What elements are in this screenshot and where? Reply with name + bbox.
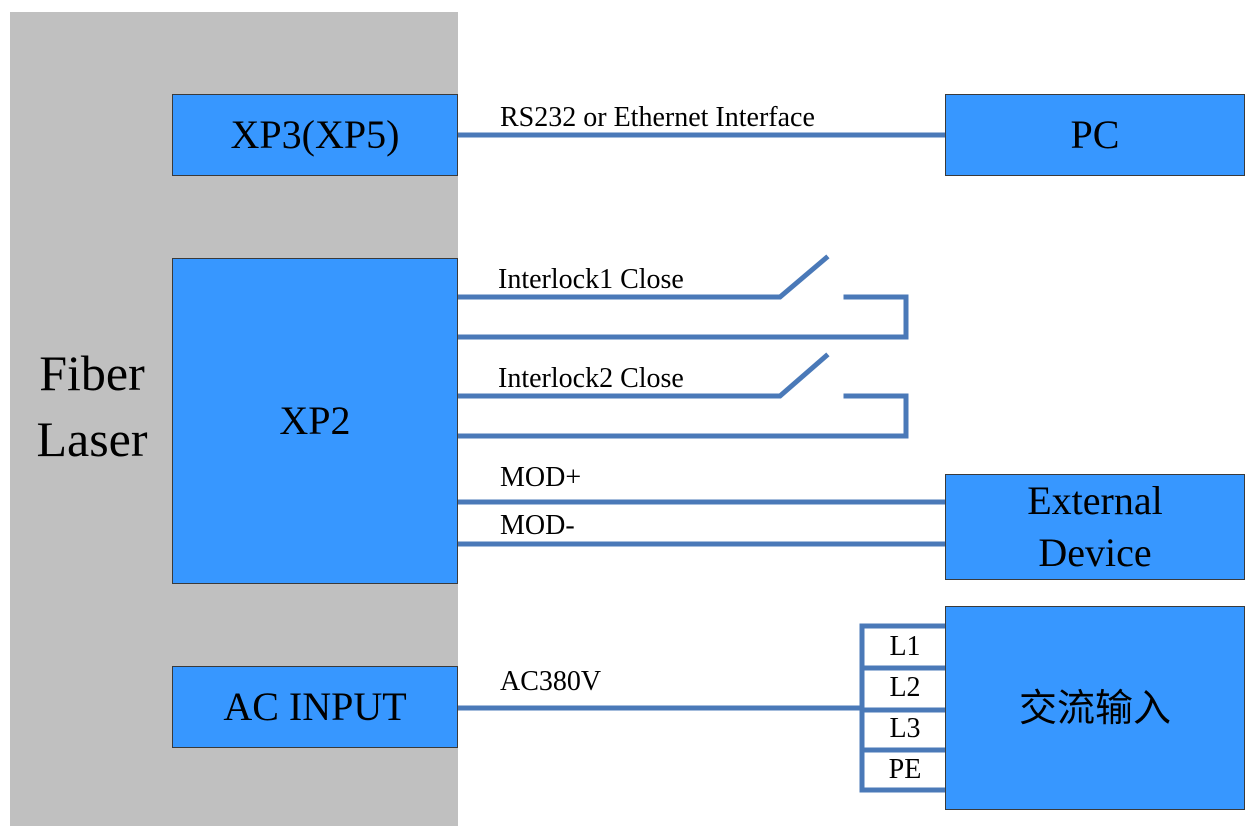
rs232-label: RS232 or Ethernet Interface: [500, 102, 815, 133]
fiber-laser-label-line1: Fiber: [39, 345, 145, 401]
ac-input-block: AC INPUT: [172, 666, 458, 748]
external-device-block: External Device: [945, 474, 1245, 580]
pc-label: PC: [1070, 112, 1120, 157]
interlock2-label: Interlock2 Close: [498, 363, 684, 394]
fiber-laser-label: Fiber Laser: [12, 340, 172, 472]
wire-interlock1-loop: [455, 294, 909, 340]
ac380-label: AC380V: [500, 666, 602, 697]
fiber-laser-label-line2: Laser: [36, 411, 148, 467]
wire-interlock2-top: [455, 352, 830, 399]
xp2-label: XP2: [279, 398, 351, 443]
phase-label-pe: PE: [888, 754, 922, 785]
mod-plus-label: MOD+: [500, 462, 582, 493]
wire-interlock2-loop: [455, 393, 909, 439]
external-device-label-line1: External: [1027, 478, 1163, 523]
mod-minus-label: MOD-: [500, 510, 575, 541]
xp3-block: XP3(XP5): [172, 94, 458, 176]
xp2-block: XP2: [172, 258, 458, 584]
interlock1-label: Interlock1 Close: [498, 264, 684, 295]
xp3-label: XP3(XP5): [230, 112, 400, 157]
ac-supply-block: 交流输入: [945, 606, 1245, 810]
phase-label-l2: L2: [889, 672, 921, 703]
external-device-label-line2: Device: [1038, 530, 1152, 575]
phase-label-l3: L3: [889, 713, 921, 744]
ac-input-label: AC INPUT: [223, 684, 407, 729]
phase-label-l1: L1: [889, 631, 921, 662]
pc-block: PC: [945, 94, 1245, 176]
wire-interlock1-top: [455, 254, 830, 300]
ac-supply-label: 交流输入: [1018, 686, 1171, 730]
